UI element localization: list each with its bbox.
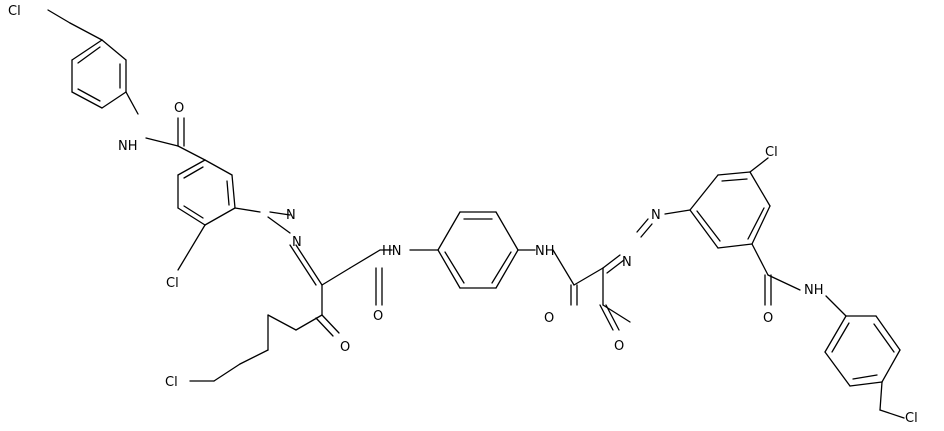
atom-label-n-azo-right-2: N	[651, 208, 661, 223]
ring-to-azo-bond-left	[234, 207, 261, 213]
azo-bond-left-a	[269, 211, 291, 216]
azo-bond-right-a	[636, 218, 649, 233]
chain-bond-4	[239, 349, 269, 365]
amide-to-ring-bond-left	[177, 145, 206, 161]
atom-label-o-ketone-left: O	[340, 340, 350, 355]
right-chlorophenyl-ring	[689, 171, 771, 249]
ketone-methyl-bond	[602, 304, 631, 323]
ring-to-cl-bond-right	[749, 157, 769, 173]
atom-label-n-azo-right-1: N	[622, 255, 632, 270]
atom-label-o-amide-center-left: O	[373, 309, 383, 324]
chloromethyl-bond-left	[47, 9, 71, 24]
chloromethyl-bond-right-b	[879, 409, 905, 419]
atom-label-nh-amide-right: NH	[804, 283, 824, 298]
chain-bond-1	[295, 314, 323, 331]
azo-bond-left-b	[267, 216, 291, 234]
chain-bond-2	[267, 314, 297, 331]
amide-to-alpha-right	[573, 267, 604, 286]
atom-label-nh-center-right: NH	[535, 244, 555, 259]
chloromethyl-bond-right-a	[879, 381, 883, 411]
atom-label-cl-ring-right: Cl	[765, 145, 778, 160]
atom-label-nh-amide-left: NH	[118, 139, 138, 154]
amide-n-c-bond-left	[145, 137, 179, 147]
azo-to-ring-bond-right	[664, 209, 691, 215]
nh-to-ring-bond-right	[825, 295, 847, 317]
chain-bond-5	[213, 363, 241, 382]
azo-c-bond-left-a	[295, 244, 323, 286]
ring-to-amide-bond-right	[751, 243, 769, 276]
atom-label-cl-ring-left: Cl	[166, 276, 179, 291]
atom-label-cl-top-left: Cl	[8, 4, 21, 19]
amide-carbon-bond-left	[349, 249, 381, 269]
ketone-carbonyl-left-b	[315, 317, 334, 337]
alpha-carbon-amide-bond-left	[321, 267, 351, 286]
azo-c-bond-left-b	[289, 244, 317, 286]
atom-label-n-azo-left-1: N	[286, 208, 296, 223]
central-phenylene-ring	[437, 211, 519, 289]
atom-label-o-amide-left: O	[174, 101, 184, 116]
right-chloromethylphenyl-ring	[824, 315, 901, 387]
ring-to-amide-nh-bond-left	[125, 91, 139, 115]
ketone-carbonyl-right-b	[605, 304, 620, 331]
alpha-to-azo-right-b	[606, 259, 625, 274]
atom-label-hn-center-left: HN	[382, 244, 402, 259]
nh-to-amide-carbon-right	[552, 249, 575, 286]
alpha-to-azo-right-a	[602, 254, 621, 269]
amide-to-nh-right	[767, 274, 801, 291]
azo-bond-right-b	[640, 223, 653, 238]
atom-label-o-amide-right: O	[763, 311, 773, 326]
left-chloromethylphenyl-ring	[69, 22, 127, 109]
atom-label-o-ketone-right: O	[614, 339, 624, 354]
ketone-carbonyl-right-a	[599, 304, 614, 331]
atom-label-cl-bottom-right: Cl	[905, 411, 918, 426]
ring-to-cl-bond-left	[177, 224, 206, 271]
ketone-carbonyl-left-a	[321, 314, 340, 334]
atom-label-o-amide-center-right: O	[544, 311, 554, 326]
atom-label-cl-chain-bottom: Cl	[165, 375, 178, 390]
left-chlorophenyl-ring	[177, 159, 236, 226]
atom-label-n-azo-left-2: N	[292, 235, 302, 250]
